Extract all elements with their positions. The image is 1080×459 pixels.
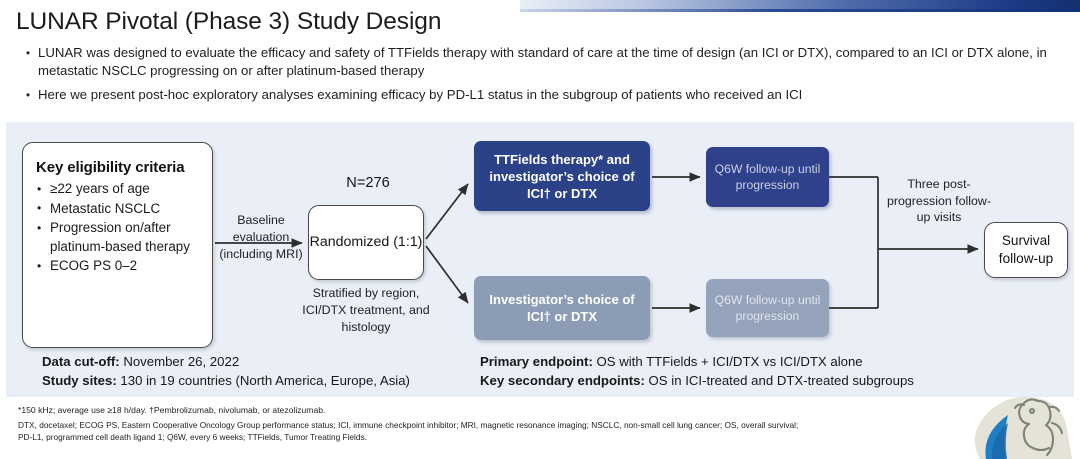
treatment-arm-box: TTFields therapy* and investigator’s cho… <box>474 141 650 211</box>
baseline-evaluation-label: Baseline evaluation (including MRI) <box>219 213 303 261</box>
page-title: LUNAR Pivotal (Phase 3) Study Design <box>16 8 442 35</box>
list-item: • LUNAR was designed to evaluate the eff… <box>18 44 1068 79</box>
study-design-diagram: Key eligibility criteria ≥22 years of ag… <box>6 122 1074 397</box>
followup-label-treatment: Q6W follow-up until progression <box>714 162 821 192</box>
study-sites-row: Study sites: 130 in 19 countries (North … <box>42 371 410 390</box>
bullet-list: • LUNAR was designed to evaluate the eff… <box>18 44 1068 111</box>
data-cutoff-row: Data cut-off: November 26, 2022 <box>42 352 410 371</box>
study-info-right: Primary endpoint: OS with TTFields + ICI… <box>480 352 914 390</box>
secondary-endpoints-label: Key secondary endpoints: <box>480 373 645 388</box>
study-sites-value: 130 in 19 countries (North America, Euro… <box>116 373 410 388</box>
randomized-label: Randomized (1:1) <box>309 234 423 250</box>
bullet-marker-icon: • <box>25 88 31 102</box>
organization-logo <box>962 383 1080 459</box>
post-progression-visits-label: Three post-progression follow-up visits <box>887 177 991 224</box>
survival-followup-label: Survival follow-up <box>998 233 1054 266</box>
followup-box-treatment: Q6W follow-up until progression <box>706 147 829 207</box>
footnote-abbreviations-line2: PD-L1, programmed cell death ligand 1; Q… <box>18 431 367 442</box>
footnotes-block: *150 kHz; average use ≥18 h/day. †Pembro… <box>18 404 978 443</box>
list-item: • Here we present post-hoc exploratory a… <box>18 86 1068 104</box>
bullet-text: LUNAR was designed to evaluate the effic… <box>38 45 1047 78</box>
bullet-text: Here we present post-hoc exploratory ana… <box>38 87 803 102</box>
primary-endpoint-label: Primary endpoint: <box>480 354 593 369</box>
list-item: Progression on/after platinum-based ther… <box>36 219 201 256</box>
data-cutoff-label: Data cut-off: <box>42 354 120 369</box>
study-info-block: Data cut-off: November 26, 2022 Study si… <box>6 352 1074 392</box>
randomized-box: Randomized (1:1) <box>308 205 424 280</box>
stratification-label: Stratified by region, ICI/DTX treatment,… <box>302 286 430 334</box>
data-cutoff-value: November 26, 2022 <box>119 354 240 369</box>
study-info-left: Data cut-off: November 26, 2022 Study si… <box>42 352 410 390</box>
top-accent-underline <box>520 9 1080 12</box>
footnote-abbreviations-line1: DTX, docetaxel; ECOG PS, Eastern Coopera… <box>18 420 799 430</box>
study-sites-label: Study sites: <box>42 373 117 388</box>
survival-followup-box: Survival follow-up <box>984 222 1068 278</box>
control-arm-label: Investigator’s choice of ICI† or DTX <box>489 292 635 324</box>
list-item: ECOG PS 0–2 <box>36 257 201 276</box>
followup-label-control: Q6W follow-up until progression <box>714 293 821 323</box>
eligibility-criteria-box: Key eligibility criteria ≥22 years of ag… <box>22 142 213 348</box>
primary-endpoint-value: OS with TTFields + ICI/DTX vs ICI/DTX al… <box>592 354 863 369</box>
followup-box-control: Q6W follow-up until progression <box>706 279 829 337</box>
list-item: ≥22 years of age <box>36 180 201 199</box>
bullet-marker-icon: • <box>25 46 31 60</box>
eligibility-title: Key eligibility criteria <box>36 159 185 176</box>
secondary-endpoints-value: OS in ICI-treated and DTX-treated subgro… <box>644 373 914 388</box>
secondary-endpoints-row: Key secondary endpoints: OS in ICI-treat… <box>480 371 914 390</box>
list-item: Metastatic NSCLC <box>36 199 201 219</box>
eligibility-list: ≥22 years of age Metastatic NSCLC Progre… <box>36 180 201 276</box>
enrollment-count-label: N=276 <box>346 175 390 191</box>
footnote-symbols: *150 kHz; average use ≥18 h/day. †Pembro… <box>18 405 326 415</box>
lion-logo-icon <box>974 396 1072 459</box>
control-arm-box: Investigator’s choice of ICI† or DTX <box>474 276 650 340</box>
primary-endpoint-row: Primary endpoint: OS with TTFields + ICI… <box>480 352 914 371</box>
treatment-arm-label: TTFields therapy* and investigator’s cho… <box>489 151 635 201</box>
top-accent-bar <box>520 0 1080 11</box>
